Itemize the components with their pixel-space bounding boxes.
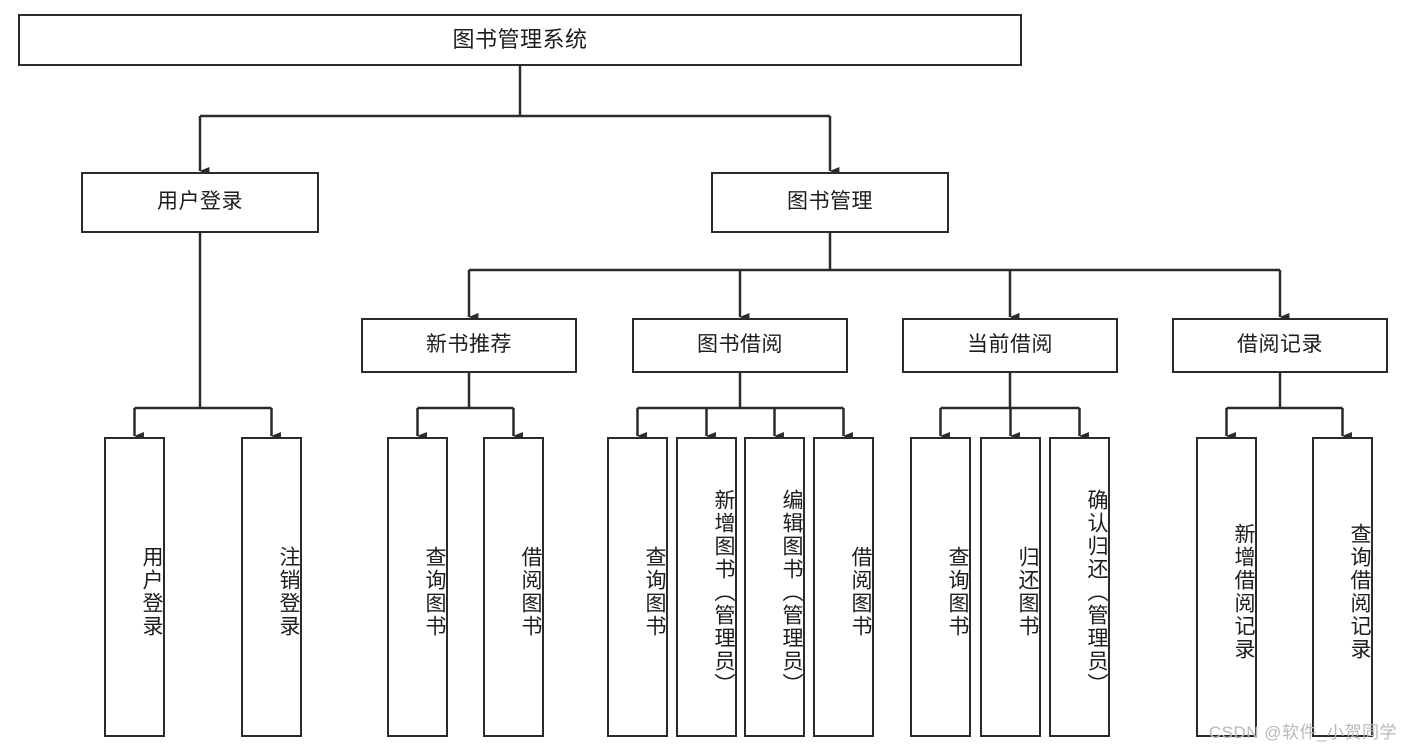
node-leaf-query-book-borrow[interactable]: 查询图书: [607, 437, 668, 737]
node-user-login-label: 用户登录: [157, 190, 243, 214]
node-leaf-borrow-book-label: 借阅图书: [849, 546, 872, 638]
node-borrow-record-label: 借阅记录: [1237, 333, 1323, 357]
node-book-manage-label: 图书管理: [787, 190, 873, 214]
node-book-manage[interactable]: 图书管理: [711, 172, 949, 233]
node-leaf-query-book-borrow-label: 查询图书: [643, 546, 666, 638]
node-new-book-rec[interactable]: 新书推荐: [361, 318, 577, 373]
node-leaf-edit-book-label: 编辑图书（管理员）: [780, 488, 803, 696]
node-new-book-rec-label: 新书推荐: [426, 333, 512, 357]
node-leaf-edit-book[interactable]: 编辑图书（管理员）: [744, 437, 805, 737]
node-book-borrow-label: 图书借阅: [697, 333, 783, 357]
node-book-borrow[interactable]: 图书借阅: [632, 318, 848, 373]
node-leaf-user-login-label: 用户登录: [140, 546, 163, 638]
node-leaf-add-book[interactable]: 新增图书（管理员）: [676, 437, 737, 737]
node-leaf-query-book-rec-label: 查询图书: [423, 546, 446, 638]
node-leaf-add-record[interactable]: 新增借阅记录: [1196, 437, 1257, 737]
node-root-label: 图书管理系统: [452, 27, 588, 53]
node-leaf-borrow-book-rec[interactable]: 借阅图书: [483, 437, 544, 737]
node-leaf-user-logout-label: 注销登录: [277, 546, 300, 638]
node-root[interactable]: 图书管理系统: [18, 14, 1022, 66]
node-leaf-user-logout[interactable]: 注销登录: [241, 437, 302, 737]
node-leaf-add-book-label: 新增图书（管理员）: [712, 488, 735, 696]
node-current-borrow-label: 当前借阅: [967, 333, 1053, 357]
node-leaf-confirm-return-label: 确认归还（管理员）: [1085, 488, 1108, 696]
node-borrow-record[interactable]: 借阅记录: [1172, 318, 1388, 373]
node-leaf-add-record-label: 新增借阅记录: [1232, 523, 1255, 661]
node-leaf-query-book-cur-label: 查询图书: [946, 546, 969, 638]
node-leaf-confirm-return[interactable]: 确认归还（管理员）: [1049, 437, 1110, 737]
node-leaf-query-book-cur[interactable]: 查询图书: [910, 437, 971, 737]
node-leaf-borrow-book[interactable]: 借阅图书: [813, 437, 874, 737]
node-user-login[interactable]: 用户登录: [81, 172, 319, 233]
node-leaf-user-login[interactable]: 用户登录: [104, 437, 165, 737]
watermark-text: CSDN @软件_小贺同学: [1208, 723, 1397, 742]
node-leaf-query-book-rec[interactable]: 查询图书: [387, 437, 448, 737]
node-leaf-return-book-label: 归还图书: [1016, 546, 1039, 638]
node-leaf-query-record-label: 查询借阅记录: [1348, 523, 1371, 661]
node-current-borrow[interactable]: 当前借阅: [902, 318, 1118, 373]
node-leaf-query-record[interactable]: 查询借阅记录: [1312, 437, 1373, 737]
node-leaf-return-book[interactable]: 归还图书: [980, 437, 1041, 737]
node-leaf-borrow-book-rec-label: 借阅图书: [519, 546, 542, 638]
